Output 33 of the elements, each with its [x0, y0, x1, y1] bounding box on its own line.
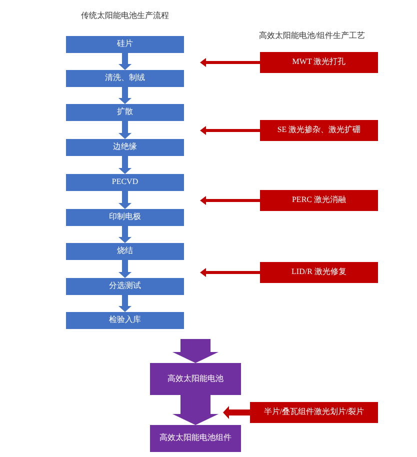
arrow	[200, 196, 260, 205]
process-box: 烧结	[66, 243, 184, 260]
arrow	[172, 395, 218, 425]
process-box: 扩散	[66, 104, 184, 121]
arrow	[118, 260, 132, 278]
arrow	[118, 191, 132, 209]
process-box: 印制电极	[66, 209, 184, 226]
result-box: 高效太阳能电池组件	[150, 425, 241, 452]
arrow	[200, 126, 260, 135]
laser-process-box: MWT 激光打孔	[260, 52, 378, 73]
process-box: 硅片	[66, 36, 184, 53]
arrow	[118, 87, 132, 104]
column-heading: 高效太阳能电池/组件生产工艺	[258, 30, 366, 42]
arrow	[172, 339, 218, 363]
arrow	[200, 58, 260, 67]
arrow	[118, 53, 132, 70]
column-heading: 传统太阳能电池生产流程	[80, 10, 170, 22]
result-box: 高效太阳能电池	[150, 363, 241, 395]
laser-process-box: SE 激光掺杂、激光扩硼	[260, 120, 378, 141]
process-box: 分选测试	[66, 278, 184, 295]
process-box: 检验入库	[66, 312, 184, 329]
laser-process-box: 半片/叠瓦组件激光划片/裂片	[250, 402, 378, 423]
process-box: PECVD	[66, 174, 184, 191]
laser-process-box: PERC 激光消融	[260, 190, 378, 211]
arrow	[118, 121, 132, 139]
process-box: 边绝缘	[66, 139, 184, 156]
process-box: 清洗、制绒	[66, 70, 184, 87]
arrow	[118, 295, 132, 312]
arrow	[200, 268, 260, 277]
arrow	[118, 156, 132, 174]
laser-process-box: LID/R 激光修复	[260, 262, 378, 283]
arrow	[223, 406, 250, 419]
arrow	[118, 226, 132, 243]
